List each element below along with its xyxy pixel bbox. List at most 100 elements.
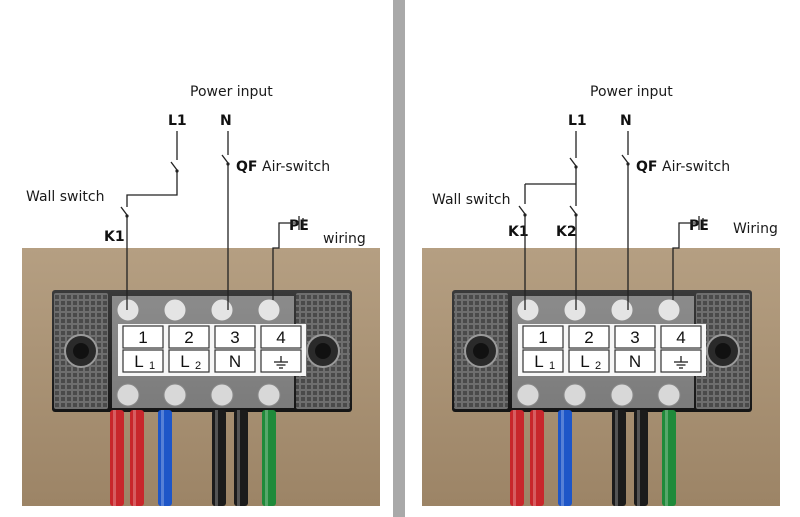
terminal-screw-top: [257, 298, 281, 322]
terminal-number-cell: [522, 325, 564, 349]
terminal-number-cell: [614, 325, 656, 349]
terminal-screw-top: [563, 298, 587, 322]
terminal-letter: L: [534, 352, 543, 371]
cable-wire: [130, 410, 144, 506]
cable-highlight: [113, 410, 116, 506]
wiring-label: Wiring: [733, 221, 778, 237]
cable-highlight: [665, 410, 668, 506]
screw-hole-center: [473, 343, 489, 359]
terminal-letter-cell: [168, 349, 210, 373]
terminal-number-cell: [568, 325, 610, 349]
terminal-number-cell: [168, 325, 210, 349]
terminal-number: 2: [584, 328, 593, 347]
cable-highlight: [561, 410, 564, 506]
terminal-subscript: 1: [149, 360, 155, 372]
ground-symbol-icon: [674, 356, 688, 369]
terminal-screw-top: [116, 298, 140, 322]
ground-symbol-icon: [274, 356, 288, 369]
screw-hole-center: [315, 343, 331, 359]
pe-wire: [272, 222, 299, 300]
line-l1-label: L1: [568, 113, 587, 129]
wall-switch-label: Wall switch: [26, 189, 104, 205]
terminal-screw-top: [210, 298, 234, 322]
power-input-label: Power input: [590, 84, 673, 100]
cable-wire: [662, 410, 676, 506]
pe-wire: [672, 222, 699, 300]
cable-wire: [530, 410, 544, 506]
terminal-number: 1: [538, 328, 547, 347]
cable-highlight: [215, 410, 218, 506]
terminal-subscript: 2: [195, 360, 201, 372]
terminal-subscript: 1: [549, 360, 555, 372]
terminal-number: 4: [276, 328, 285, 347]
terminal-letter-cell: [568, 349, 610, 373]
air-switch-blade: [621, 154, 629, 164]
cable-highlight: [533, 410, 536, 506]
air-switch-blade: [221, 154, 229, 164]
terminal-screw-bottom: [210, 383, 234, 407]
line-l1-label: L1: [168, 113, 187, 129]
terminal-screw-bottom: [163, 383, 187, 407]
terminal-number: 4: [676, 328, 685, 347]
line-switch-blade: [569, 157, 577, 167]
terminal-number: 3: [630, 328, 639, 347]
terminal-letter: L: [134, 352, 143, 371]
cable-highlight: [637, 410, 640, 506]
cable-wire: [212, 410, 226, 506]
cable-highlight: [133, 410, 136, 506]
cable-highlight: [615, 410, 618, 506]
cable-wire: [234, 410, 248, 506]
terminal-number-cell: [122, 325, 164, 349]
air-switch-label: Air-switch: [662, 159, 730, 175]
cable-highlight: [237, 410, 240, 506]
terminal-screw-top: [657, 298, 681, 322]
qf-label: QF: [636, 159, 657, 175]
cable-wire: [110, 410, 124, 506]
terminal-number-cell: [260, 325, 302, 349]
screw-hole-center: [715, 343, 731, 359]
cable-wire: [612, 410, 626, 506]
terminal-screw-bottom: [563, 383, 587, 407]
k1-switch-blade: [518, 205, 526, 215]
power-input-label: Power input: [190, 84, 273, 100]
terminal-screw-bottom: [116, 383, 140, 407]
k2-label: K2: [556, 224, 577, 240]
terminal-screw-bottom: [610, 383, 634, 407]
air-switch-label: Air-switch: [262, 159, 330, 175]
cable-wire: [558, 410, 572, 506]
line-switch-blade: [170, 161, 178, 171]
qf-label: QF: [236, 159, 257, 175]
k1-label: K1: [508, 224, 529, 240]
terminal-letter: N: [629, 352, 641, 371]
cable-wire: [634, 410, 648, 506]
k1-switch-blade: [120, 206, 128, 216]
terminal-screw-top: [516, 298, 540, 322]
cable-wire: [510, 410, 524, 506]
screw-hole-center: [73, 343, 89, 359]
wiring-label: wiring: [323, 231, 366, 247]
terminal-number: 2: [184, 328, 193, 347]
cable-highlight: [513, 410, 516, 506]
terminal-number: 3: [230, 328, 239, 347]
cable-wire: [262, 410, 276, 506]
terminal-screw-bottom: [657, 383, 681, 407]
neutral-n-label: N: [620, 113, 632, 129]
neutral-n-label: N: [220, 113, 232, 129]
terminal-letter: L: [180, 352, 189, 371]
line-to-k1: [126, 171, 178, 207]
terminal-screw-top: [163, 298, 187, 322]
terminal-letter: L: [580, 352, 589, 371]
terminal-number-cell: [214, 325, 256, 349]
panel-divider: [393, 0, 405, 517]
k2-switch-blade: [569, 205, 577, 215]
cable-highlight: [161, 410, 164, 506]
terminal-letter: N: [229, 352, 241, 371]
cable-highlight: [265, 410, 268, 506]
wall-switch-label: Wall switch: [432, 192, 510, 208]
terminal-letter-cell: [522, 349, 564, 373]
terminal-number-cell: [660, 325, 702, 349]
terminal-letter-cell: [122, 349, 164, 373]
